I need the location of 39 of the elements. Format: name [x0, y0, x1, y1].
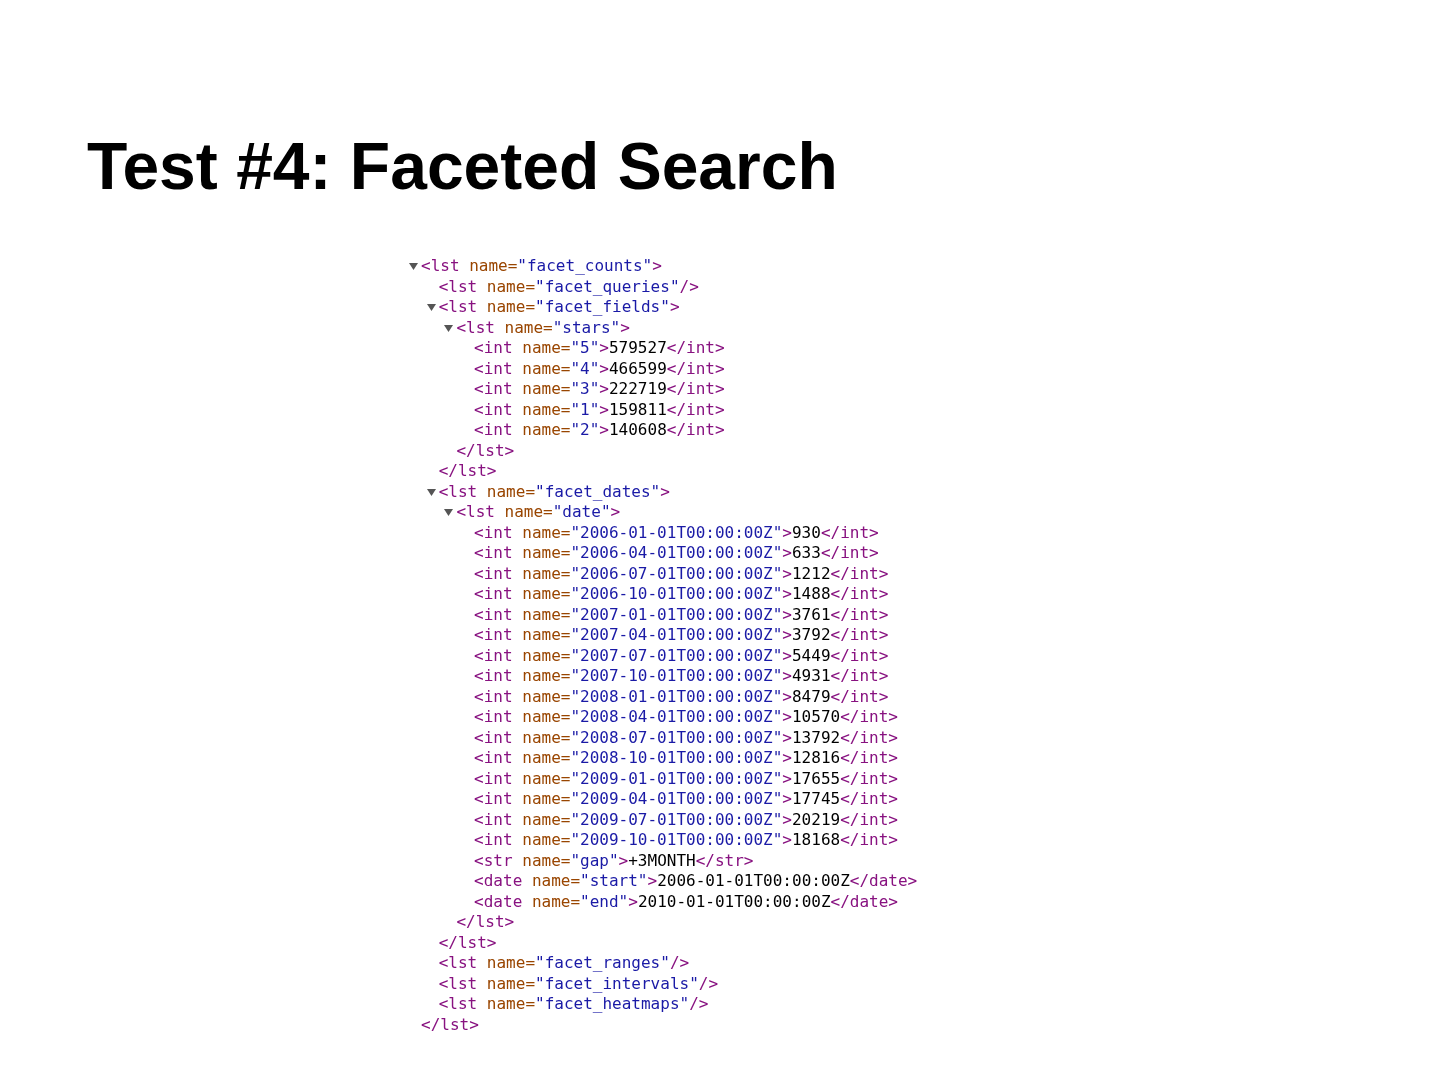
code-line: <int name="1">159811</int>: [474, 399, 725, 420]
code-line: <date name="start">2006-01-01T00:00:00Z</date>: [474, 871, 918, 891]
code-line: <int name="2007-10-01T00:00:00Z">4931</int>: [474, 666, 889, 686]
code-line: <int name="2008-10-01T00:00:00Z">12816</int>: [474, 748, 898, 768]
code-line: <int name="3">222719</int>: [474, 379, 725, 399]
code-line: <int name="2006-01-01T00:00:00Z">930</int>: [474, 522, 879, 543]
code-line: <int name="2008-07-01T00:00:00Z">13792</int>: [474, 727, 898, 748]
code-line: <int name="2009-07-01T00:00:00Z">20219</int>: [474, 809, 898, 830]
code-line: <int name="2009-10-01T00:00:00Z">18168</int>: [474, 830, 898, 850]
code-line: <lst name="facet_intervals"/>: [438, 973, 719, 994]
code-line: </lst>: [421, 1014, 479, 1035]
code-line: <lst name="facet_ranges"/>: [438, 953, 690, 973]
code-line: <lst name="facet_heatmaps"/>: [438, 994, 709, 1014]
code-line: <int name="5">579527</int>: [474, 338, 725, 358]
code-line: <int name="2007-01-01T00:00:00Z">3761</int>: [474, 604, 889, 625]
code-line: </lst>: [438, 932, 497, 953]
code-line: </lst>: [456, 440, 515, 461]
code-line: <int name="4">466599</int>: [474, 358, 725, 379]
code-line: <int name="2009-01-01T00:00:00Z">17655</int>: [474, 768, 898, 789]
code-line: <lst name="facet_dates">: [438, 481, 670, 502]
code-line: <int name="2006-04-01T00:00:00Z">633</int>: [474, 543, 879, 563]
code-line: <int name="2">140608</int>: [474, 420, 725, 440]
code-line: <lst name="facet_fields">: [438, 297, 680, 317]
code-line: <int name="2006-07-01T00:00:00Z">1212</int>: [474, 563, 889, 584]
code-line: <int name="2009-04-01T00:00:00Z">17745</int>: [474, 789, 898, 809]
code-line: </lst>: [456, 912, 515, 932]
code-line: <date name="end">2010-01-01T00:00:00Z</date>: [474, 891, 898, 912]
code-line: <lst name="date">: [456, 502, 621, 522]
code-line: <lst name="facet_queries"/>: [438, 276, 699, 297]
code-line: <int name="2007-04-01T00:00:00Z">3792</int>: [474, 625, 889, 645]
code-line: </lst>: [438, 461, 497, 481]
code-line: <lst name="facet_counts">: [421, 256, 662, 276]
code-line: <lst name="stars">: [456, 317, 630, 338]
code-line: <int name="2008-01-01T00:00:00Z">8479</int>: [474, 686, 889, 707]
slide-title: Test #4: Faceted Search: [87, 128, 838, 204]
code-line: <str name="gap">+3MONTH</str>: [474, 850, 754, 871]
code-line: <int name="2007-07-01T00:00:00Z">5449</int>: [474, 645, 889, 666]
code-line: <int name="2008-04-01T00:00:00Z">10570</int>: [474, 707, 898, 727]
code-line: <int name="2006-10-01T00:00:00Z">1488</int>: [474, 584, 889, 604]
